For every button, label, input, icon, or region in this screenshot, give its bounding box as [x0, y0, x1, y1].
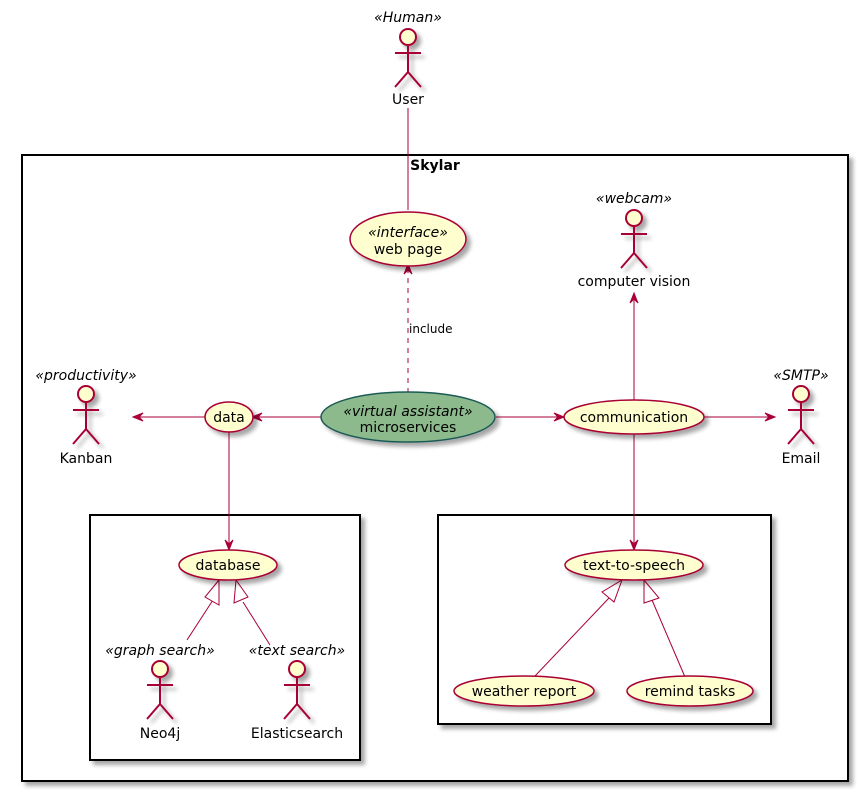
usecase-database-label: database	[196, 558, 261, 574]
actor-neo4j: «graph search» Neo4j	[105, 643, 215, 742]
usecase-weather-report: weather report	[453, 675, 595, 707]
usecase-database: database	[178, 549, 278, 581]
edge-neo4j-database	[186, 599, 214, 641]
edge-elasticsearch-database	[242, 601, 271, 646]
usecase-text-to-speech-label: text-to-speech	[583, 558, 685, 574]
actor-computer-vision-label: computer vision	[578, 274, 691, 290]
arrowhead-email	[764, 412, 777, 422]
actor-elasticsearch-label: Elasticsearch	[251, 726, 343, 742]
genhead-neo4j	[204, 578, 220, 606]
actor-kanban-stereotype: «productivity»	[35, 368, 136, 384]
usecase-weather-report-shape	[453, 675, 595, 707]
edge-remind-tts	[651, 599, 686, 678]
usecase-microservices: «virtual assistant» microservices	[320, 391, 496, 443]
usecase-microservices-stereotype: «virtual assistant»	[343, 404, 472, 420]
usecase-data-shape	[204, 401, 254, 433]
system-title: Skylar	[410, 158, 460, 174]
actor-computer-vision: «webcam» computer vision	[578, 191, 691, 290]
usecase-remind-tasks-shape	[626, 675, 754, 707]
usecase-remind-tasks: remind tasks	[626, 675, 754, 707]
genhead-remind	[643, 578, 660, 604]
actor-neo4j-stereotype: «graph search»	[105, 643, 215, 659]
usecase-web-page: «interface» web page	[349, 211, 467, 267]
usecase-weather-report-label: weather report	[472, 684, 577, 700]
actor-kanban-figure	[72, 385, 100, 445]
usecase-data-label: data	[213, 410, 245, 426]
include-label: include	[409, 322, 452, 336]
arrowhead-cv	[629, 291, 639, 304]
usecase-text-to-speech: text-to-speech	[564, 549, 704, 581]
usecase-web-page-shape	[349, 211, 467, 267]
actor-user-label: User	[392, 92, 424, 108]
actor-neo4j-label: Neo4j	[140, 726, 180, 742]
usecase-microservices-label: microservices	[360, 420, 457, 436]
actor-email-label: Email	[782, 451, 821, 467]
actor-neo4j-figure	[146, 660, 174, 720]
actor-elasticsearch: «text search» Elasticsearch	[249, 643, 345, 742]
arrowhead-kanban	[131, 412, 144, 422]
usecase-communication-label: communication	[580, 410, 688, 426]
actor-email-stereotype: «SMTP»	[773, 368, 828, 384]
genhead-weather	[601, 578, 623, 603]
actor-elasticsearch-stereotype: «text search»	[249, 643, 345, 659]
actor-user-stereotype: «Human»	[374, 10, 442, 26]
arrowhead-data	[250, 412, 263, 422]
actor-user-figure	[394, 28, 422, 88]
usecase-database-shape	[178, 549, 278, 581]
edges: include	[131, 108, 777, 678]
actor-email-figure	[787, 385, 815, 445]
usecase-web-page-label: web page	[374, 242, 442, 258]
actor-user: «Human» User	[374, 10, 442, 108]
actor-kanban-label: Kanban	[60, 451, 113, 467]
actor-computer-vision-figure	[620, 209, 648, 269]
arrowhead-tts	[629, 539, 639, 552]
usecase-communication-shape	[563, 399, 705, 435]
usecase-text-to-speech-shape	[564, 549, 704, 581]
genhead-elasticsearch	[233, 578, 249, 604]
usecase-communication: communication	[563, 399, 705, 435]
actor-email: «SMTP» Email	[773, 368, 828, 467]
usecase-remind-tasks-label: remind tasks	[645, 684, 736, 700]
arrowhead-communication	[553, 412, 566, 422]
actor-computer-vision-stereotype: «webcam»	[596, 191, 672, 207]
actor-kanban: «productivity» Kanban	[35, 368, 136, 467]
actor-elasticsearch-figure	[283, 660, 311, 720]
arrowhead-database	[224, 539, 234, 552]
usecase-web-page-stereotype: «interface»	[368, 225, 448, 241]
arrowhead-include	[403, 262, 413, 275]
usecase-microservices-shape	[320, 391, 496, 443]
edge-weather-tts	[534, 597, 610, 677]
usecase-data: data	[204, 401, 254, 433]
